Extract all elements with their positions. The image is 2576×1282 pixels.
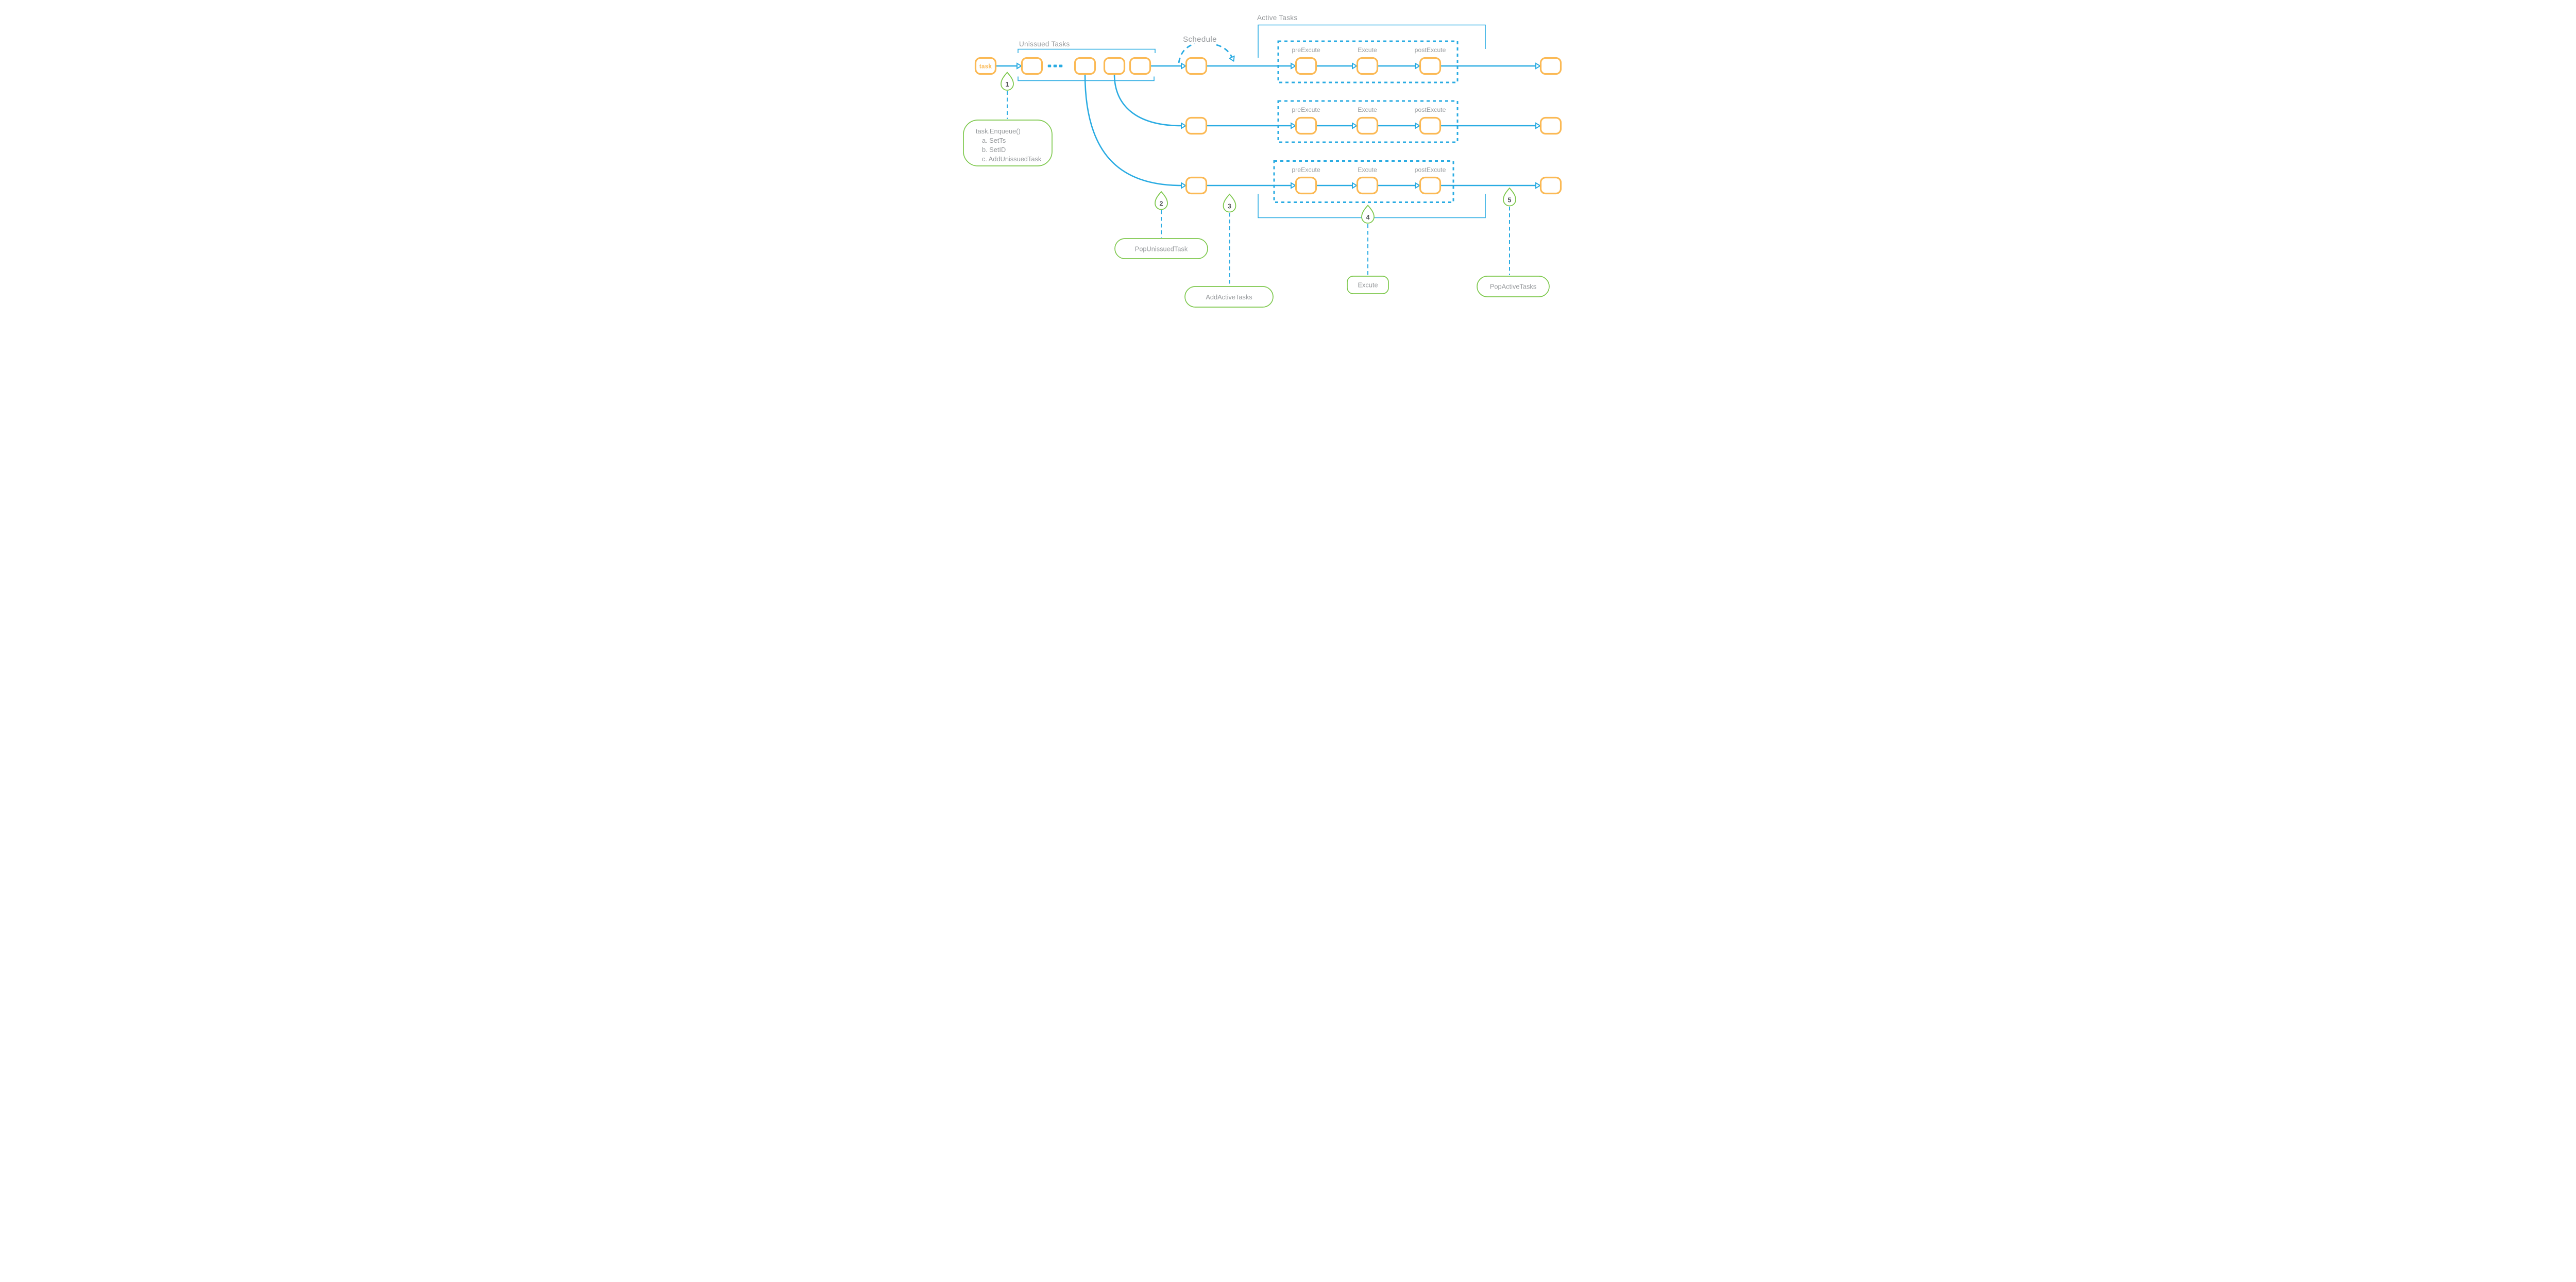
excute-node-row2 (1356, 116, 1378, 135)
end-node-row2 (1539, 116, 1562, 135)
task-node-label: task (979, 64, 992, 70)
post-excute-node-row2 (1419, 116, 1441, 135)
teardrop-5 (1502, 187, 1516, 207)
callout-excute: Excute (1346, 276, 1389, 294)
marker-2-number: 2 (1159, 200, 1163, 208)
callout-pop-active-label: PopActiveTasks (1489, 283, 1536, 291)
callout-pop-active-tasks: PopActiveTasks (1476, 276, 1550, 297)
pipeline-box-row3 (1273, 160, 1454, 203)
queue-node-1 (1021, 57, 1043, 75)
excute-node-row3 (1356, 176, 1378, 195)
callout-enqueue-item-a: a. SetTs (982, 137, 1006, 144)
dispatch-node-row3 (1185, 176, 1207, 195)
active-tasks-label: Active Tasks (1257, 14, 1297, 22)
dispatch-node-row2 (1185, 116, 1207, 135)
callout-pop-active-shape (1476, 276, 1550, 297)
pre-excute-label-row3: preExcute (1292, 166, 1320, 174)
step-marker-2: 2 (1154, 191, 1168, 210)
step-marker-5: 5 (1502, 187, 1516, 207)
dispatch-node-row1 (1185, 57, 1207, 75)
callout-add-active-label: AddActiveTasks (1206, 293, 1252, 301)
callout-enqueue-item-c: c. AddUnissuedTask (982, 155, 1042, 163)
step-marker-4: 4 (1361, 205, 1375, 224)
post-excute-label-row3: postExcute (1414, 166, 1446, 174)
callout-excute-shape (1346, 276, 1389, 294)
teardrop-3 (1223, 193, 1236, 213)
callout-pop-unissued-shape (1114, 238, 1208, 259)
active-tasks-bracket-top (1257, 24, 1486, 58)
marker-5-number: 5 (1507, 197, 1511, 204)
schedule-arc-left (1178, 43, 1195, 63)
pipeline-box-row1 (1277, 40, 1458, 83)
callout-excute-label: Excute (1358, 281, 1378, 289)
unissued-bracket-top (1017, 48, 1156, 53)
callout-pop-unissued-task: PopUnissuedTask (1114, 238, 1208, 259)
pre-excute-node-row2 (1295, 116, 1317, 135)
curve-queue-to-dispatch-row3 (1084, 74, 1181, 186)
pipeline-box-row2 (1277, 100, 1458, 143)
post-excute-node-row3 (1419, 176, 1441, 195)
teardrop-4 (1361, 205, 1375, 224)
marker-4-number: 4 (1366, 214, 1369, 221)
teardrop-2 (1154, 191, 1168, 210)
queue-node-2 (1074, 57, 1096, 75)
callout-enqueue-title: task.Enqueue() (976, 127, 1021, 135)
queue-node-3 (1103, 57, 1125, 75)
excute-node-row1 (1356, 57, 1378, 75)
curve-queue-to-dispatch-row2 (1113, 74, 1181, 126)
pre-excute-node-row3 (1295, 176, 1317, 195)
step-marker-3: 3 (1223, 193, 1236, 213)
callout-add-active-shape (1184, 286, 1274, 308)
marker-3-number: 3 (1228, 203, 1231, 210)
pre-excute-label-row1: preExcute (1292, 46, 1320, 54)
schedule-label: Schedule (1183, 35, 1217, 44)
post-excute-node-row1 (1419, 57, 1441, 75)
diagram-svg: Unissued Tasks Schedule Active Tasks pre… (962, 14, 1562, 308)
callout-add-active-tasks: AddActiveTasks (1184, 286, 1274, 308)
excute-label-row2: Excute (1358, 106, 1377, 113)
schedule-arc-right-arrow (1216, 44, 1232, 57)
step-marker-1: 1 (1000, 72, 1014, 91)
end-node-row3 (1539, 176, 1562, 195)
excute-label-row1: Excute (1358, 46, 1377, 54)
unissued-tasks-label: Unissued Tasks (1019, 40, 1070, 48)
callout-enqueue: task.Enqueue() a. SetTs b. SetID c. AddU… (962, 120, 1053, 166)
pre-excute-node-row1 (1295, 57, 1317, 75)
post-excute-label-row1: postExcute (1414, 46, 1446, 54)
end-node-row1 (1539, 57, 1562, 75)
queue-node-4 (1129, 57, 1151, 75)
marker-1-number: 1 (1005, 81, 1009, 88)
excute-label-row3: Excute (1358, 166, 1377, 174)
unissued-bracket-bottom (1017, 76, 1155, 81)
callout-enqueue-item-b: b. SetID (982, 146, 1006, 154)
teardrop-1 (1000, 72, 1014, 91)
callout-pop-unissued-label: PopUnissuedTask (1134, 245, 1188, 253)
pre-excute-label-row2: preExcute (1292, 106, 1320, 113)
queue-ellipsis (1047, 64, 1062, 68)
callout-enqueue-shape (962, 120, 1053, 166)
task-node (974, 57, 996, 75)
task-scheduler-diagram: Unissued Tasks Schedule Active Tasks pre… (899, 0, 1677, 320)
post-excute-label-row2: postExcute (1414, 106, 1446, 113)
